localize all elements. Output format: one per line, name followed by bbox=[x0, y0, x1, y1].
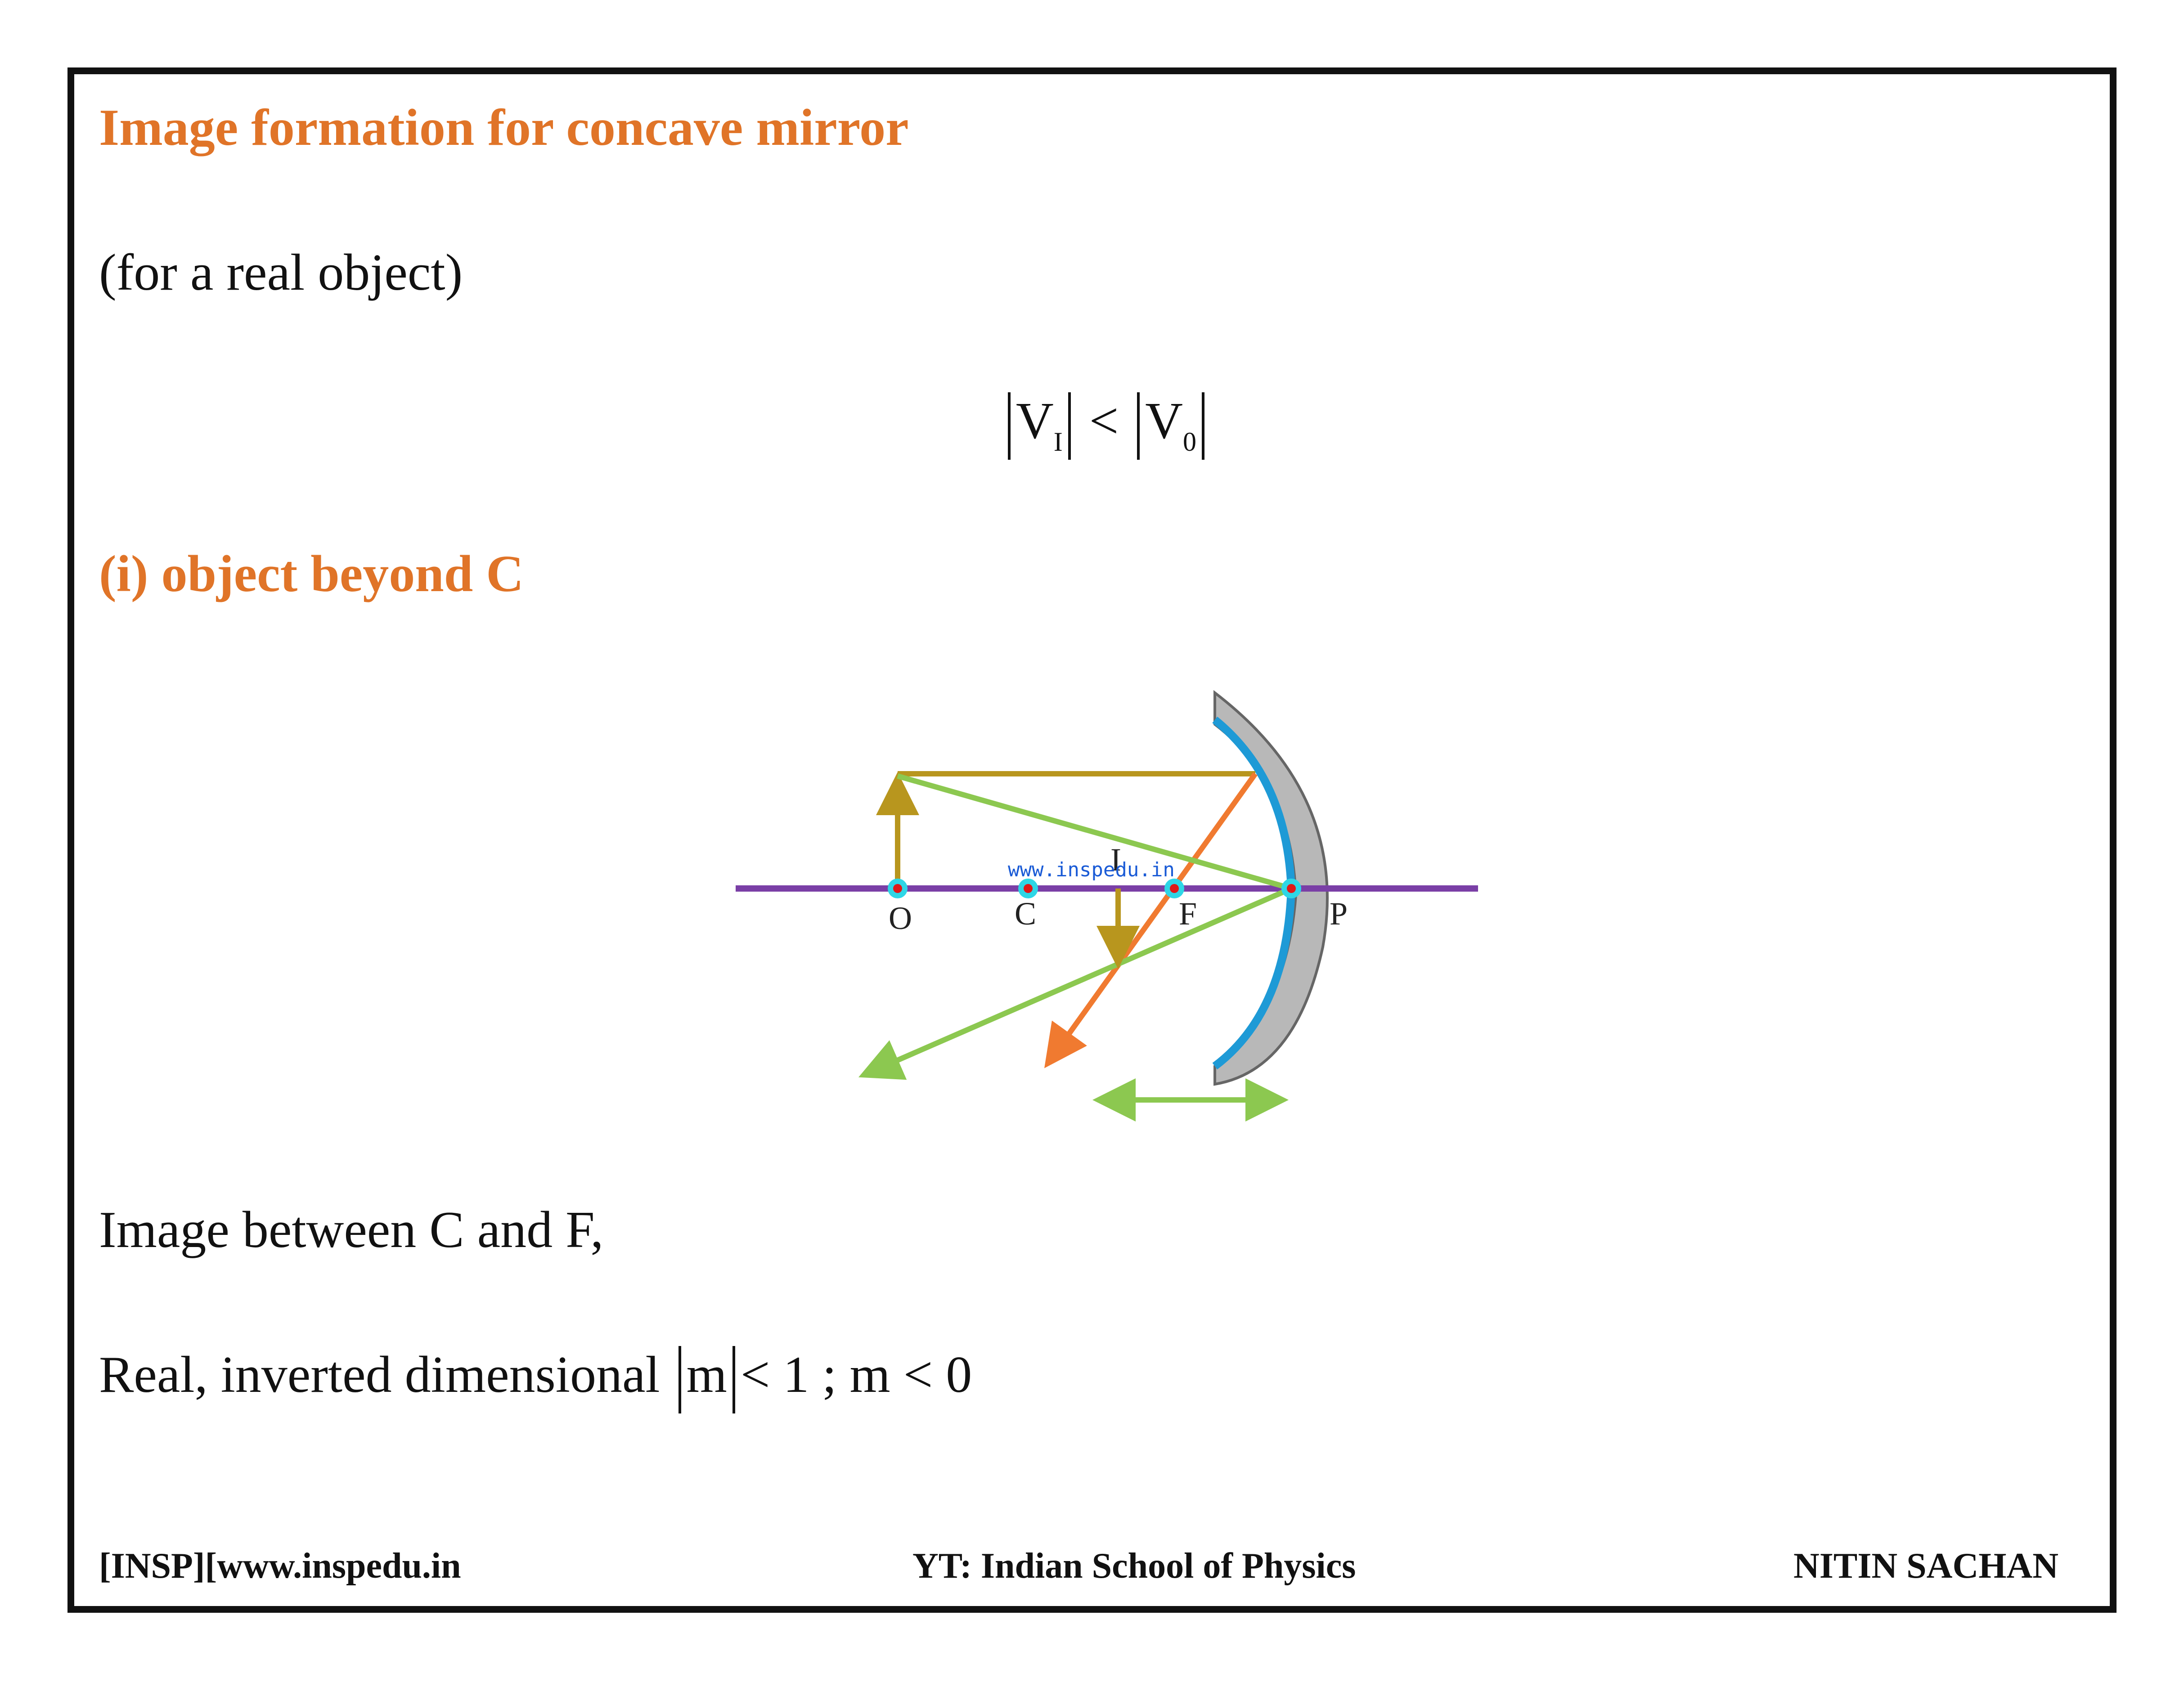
section-heading: (i) object beyond C bbox=[99, 545, 524, 603]
result-line-2: Real, inverted dimensional m< 1 ; m < 0 bbox=[99, 1345, 972, 1414]
abs-bar bbox=[1137, 392, 1140, 460]
result-text: Real, inverted dimensional bbox=[99, 1346, 660, 1404]
abs-bar bbox=[732, 1346, 735, 1414]
magnification-relations: < 1 ; m < 0 bbox=[740, 1346, 972, 1404]
slide-subtitle: (for a real object) bbox=[99, 244, 463, 301]
label-f: F bbox=[1179, 896, 1197, 932]
magnification-symbol: m bbox=[686, 1346, 727, 1404]
point-c bbox=[1018, 879, 1038, 898]
eq-lhs: V bbox=[1016, 392, 1054, 450]
footer-left: [INSP][www.inspedu.in bbox=[99, 1546, 461, 1586]
abs-bar bbox=[678, 1346, 681, 1414]
eq-op: < bbox=[1089, 392, 1119, 450]
point-p bbox=[1281, 879, 1301, 898]
point-o bbox=[888, 879, 908, 898]
diagram-watermark: www.inspedu.in bbox=[1008, 858, 1175, 881]
ray-to-pole bbox=[897, 773, 1292, 891]
abs-bar bbox=[1068, 392, 1071, 460]
label-c: C bbox=[1015, 896, 1036, 932]
footer-right: NITIN SACHAN bbox=[1793, 1546, 2058, 1586]
abs-bar bbox=[1201, 392, 1204, 460]
point-f bbox=[1164, 879, 1184, 898]
eq-rhs-sub: 0 bbox=[1182, 427, 1196, 457]
label-i: I bbox=[1110, 842, 1121, 878]
slide-frame bbox=[67, 67, 2117, 1613]
result-line-1: Image between C and F, bbox=[99, 1201, 604, 1259]
eq-rhs: V bbox=[1145, 392, 1183, 450]
slide-title: Image formation for concave mirror bbox=[99, 99, 909, 157]
footer-center: YT: Indian School of Physics bbox=[912, 1546, 1356, 1586]
abs-bar bbox=[1008, 392, 1011, 460]
ray-reflected-from-pole bbox=[858, 886, 1293, 1080]
ray-reflected-through-focus bbox=[1044, 772, 1258, 1068]
label-p: P bbox=[1330, 896, 1348, 932]
velocity-inequality: VI < V0 bbox=[1002, 391, 1210, 460]
label-o: O bbox=[889, 900, 912, 936]
eq-lhs-sub: I bbox=[1053, 427, 1063, 457]
